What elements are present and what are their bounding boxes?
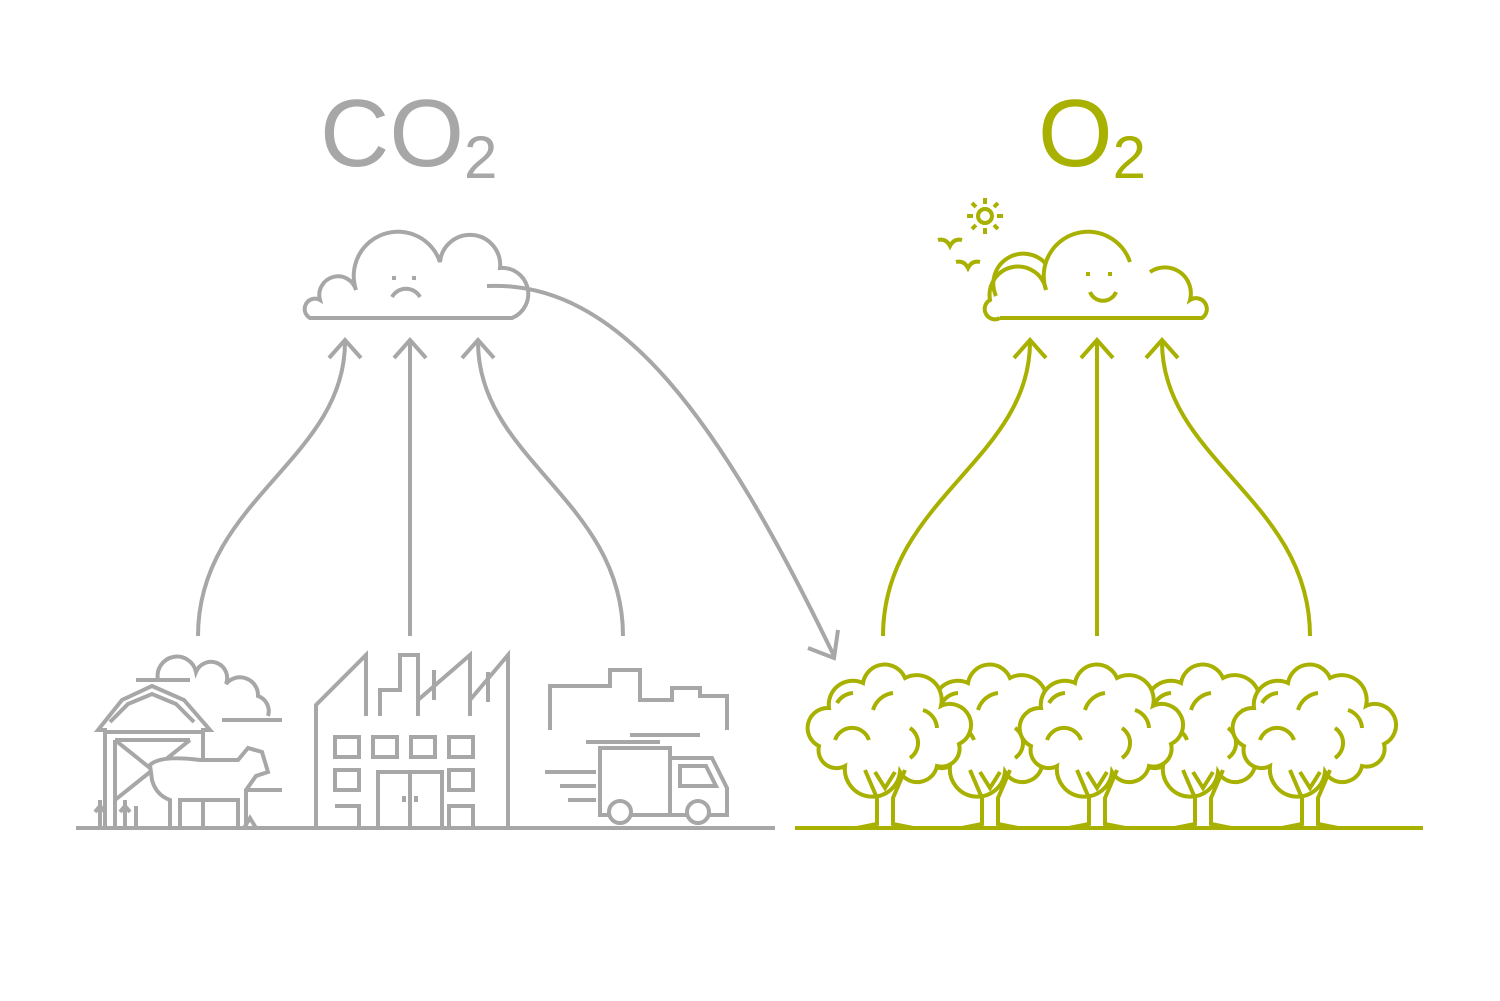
farm-icon xyxy=(93,654,282,830)
birds-icon xyxy=(937,237,981,273)
tree-icon xyxy=(1230,662,1399,830)
truck-icon xyxy=(545,668,729,825)
co2-emission-arrows xyxy=(196,283,840,661)
sad-cloud-icon xyxy=(302,229,531,320)
sun-icon xyxy=(967,198,1003,234)
o2-release-arrows xyxy=(881,336,1312,637)
o2-label: O2 xyxy=(1038,80,1146,191)
factory-icon xyxy=(314,649,510,828)
co2-to-trees-arrow xyxy=(486,283,836,657)
co2-label: CO2 xyxy=(320,80,497,191)
happy-cloud-icon xyxy=(982,229,1209,322)
forest xyxy=(805,662,1399,830)
